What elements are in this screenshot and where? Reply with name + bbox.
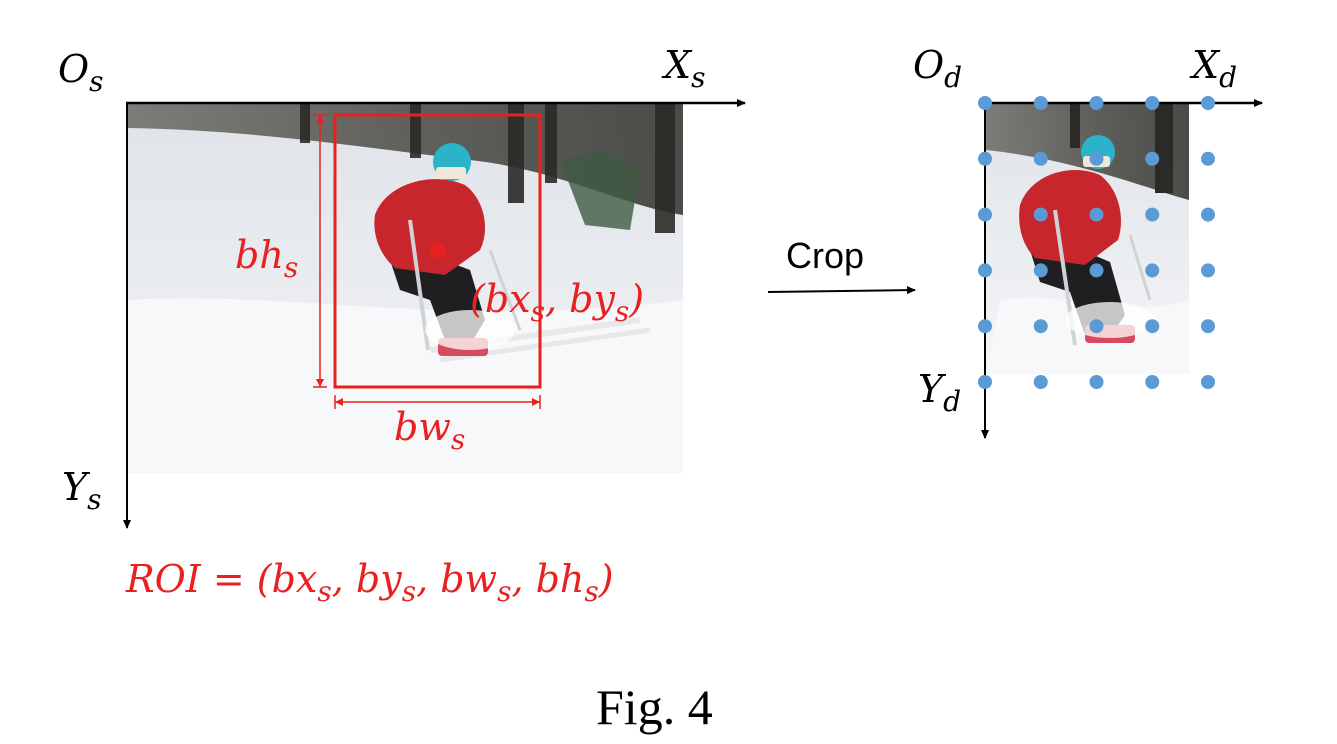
sampling-grid-dot	[1145, 151, 1160, 166]
source-x-axis-label: Xs	[661, 43, 705, 94]
roi-width-arrow-right	[532, 398, 540, 406]
sampling-grid-dot	[1089, 207, 1104, 222]
sampling-grid-dot	[1145, 263, 1160, 278]
sampling-grid-dot	[1201, 319, 1215, 334]
sampling-grid-dot	[1145, 319, 1160, 334]
sampling-grid-dot	[978, 263, 992, 278]
sampling-grid-dot	[1145, 375, 1160, 389]
roi-center-point	[430, 243, 446, 259]
sampling-grid-dot	[978, 151, 992, 166]
sampling-grid-dot	[1033, 207, 1048, 222]
roi-bounding-box	[333, 113, 542, 389]
sampling-grid-dot	[1145, 207, 1160, 222]
source-y-axis-label: Ys	[62, 465, 101, 516]
destination-x-axis-label: Xd	[1189, 43, 1237, 94]
source-origin-label: Os	[58, 47, 104, 98]
sampling-grid-dot	[1033, 375, 1048, 389]
crop-label: Crop	[786, 235, 864, 276]
sampling-grid-dot	[1033, 319, 1048, 334]
sampling-grid-dot	[1201, 207, 1215, 222]
sampling-grid-dot	[1089, 151, 1104, 166]
sampling-grid-dot	[1201, 375, 1215, 389]
destination-origin-label: Od	[913, 43, 962, 94]
figure-caption: Fig. 4	[596, 679, 713, 735]
sampling-grid-dot	[1145, 96, 1160, 110]
sampling-grid-dot	[1089, 96, 1104, 110]
sampling-grid-dot	[1201, 96, 1215, 110]
destination-y-axis-label: Yd	[918, 367, 961, 418]
roi-height-label: bhs	[235, 233, 298, 284]
sampling-grid-dot	[1033, 96, 1048, 110]
sampling-grid	[978, 96, 1215, 389]
sampling-grid-dot	[1089, 263, 1104, 278]
sampling-grid-dot	[978, 319, 992, 334]
roi-formula: ROI = (bxs, bys, bws, bhs)	[125, 557, 614, 608]
sampling-grid-dot	[978, 375, 992, 389]
sampling-grid-dot	[1201, 151, 1215, 166]
roi-height-arrow-top	[316, 115, 324, 123]
sampling-grid-dot	[1033, 263, 1048, 278]
sampling-grid-dot	[978, 207, 992, 222]
roi-width-arrow-left	[335, 398, 343, 406]
sampling-grid-dot	[1089, 375, 1104, 389]
sampling-grid-dot	[1089, 319, 1104, 334]
cropped-photo	[986, 103, 1189, 374]
sampling-grid-dot	[1033, 151, 1048, 166]
roi-center-label: (bxs, bys)	[470, 277, 644, 328]
skier-figure	[374, 143, 651, 363]
roi-height-arrow-bottom	[316, 379, 324, 387]
sampling-grid-dot	[978, 96, 992, 110]
roi-width-label: bws	[394, 405, 465, 456]
crop-arrow	[767, 286, 916, 295]
sampling-grid-dot	[1201, 263, 1215, 278]
